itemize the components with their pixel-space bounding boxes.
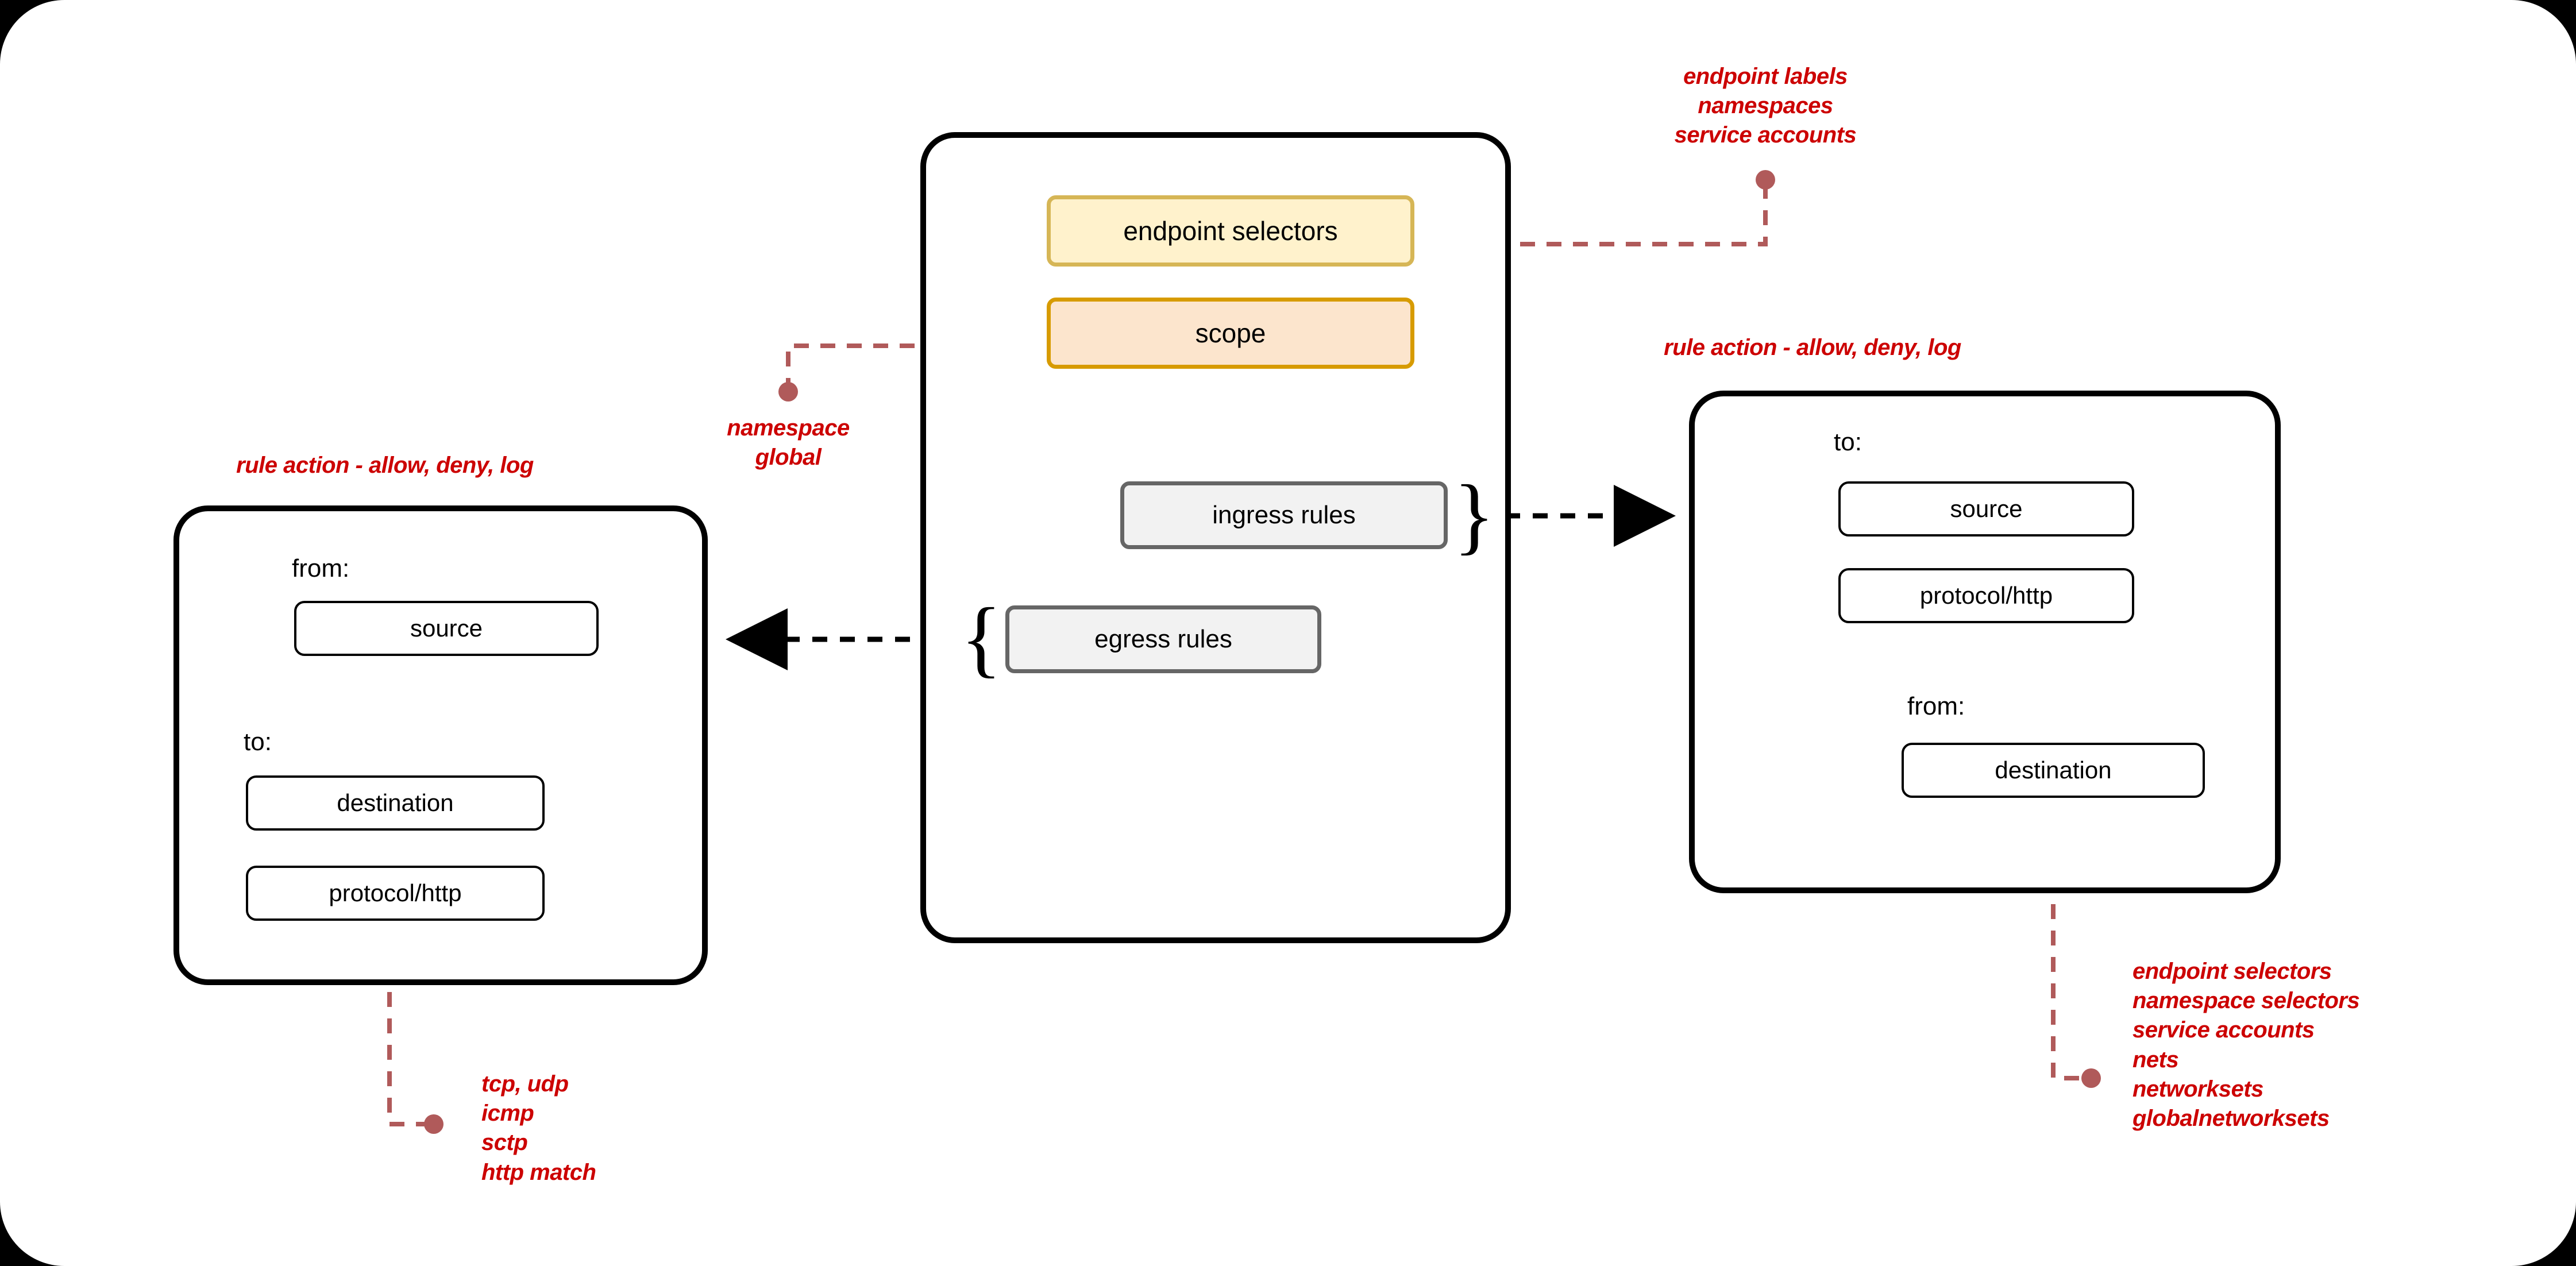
left-to-label: to: <box>244 728 272 756</box>
right-source-box[interactable]: source <box>1838 481 2134 536</box>
right-protocol-http-box[interactable]: protocol/http <box>1838 568 2134 623</box>
right-panel-heading: rule action - allow, deny, log <box>1664 335 1961 360</box>
endpoint-selectors-box[interactable]: endpoint selectors <box>1047 195 1414 267</box>
egress-brace: { <box>961 590 1002 686</box>
right-destination-box[interactable]: destination <box>1902 743 2205 798</box>
ingress-brace: } <box>1453 468 1495 563</box>
left-from-label: from: <box>292 554 350 582</box>
scope-annotation: namespace global <box>727 415 850 470</box>
right-to-label: to: <box>1834 428 1862 456</box>
destination-annotation: endpoint selectors namespace selectors s… <box>2132 959 2360 1131</box>
right-ingress-panel <box>1689 391 2281 893</box>
left-source-box[interactable]: source <box>294 601 599 656</box>
scope-box[interactable]: scope <box>1047 298 1414 369</box>
left-destination-box[interactable]: destination <box>246 775 545 831</box>
ingress-rules-box[interactable]: ingress rules <box>1120 481 1448 549</box>
protocol-http-annotation: tcp, udp icmp sctp http match <box>481 1071 596 1185</box>
left-panel-heading: rule action - allow, deny, log <box>236 453 534 478</box>
right-from-label: from: <box>1907 692 1965 720</box>
left-protocol-http-box[interactable]: protocol/http <box>246 866 545 921</box>
endpoint-selectors-annotation: endpoint labels namespaces service accou… <box>1674 64 1857 148</box>
egress-rules-box[interactable]: egress rules <box>1005 605 1321 673</box>
